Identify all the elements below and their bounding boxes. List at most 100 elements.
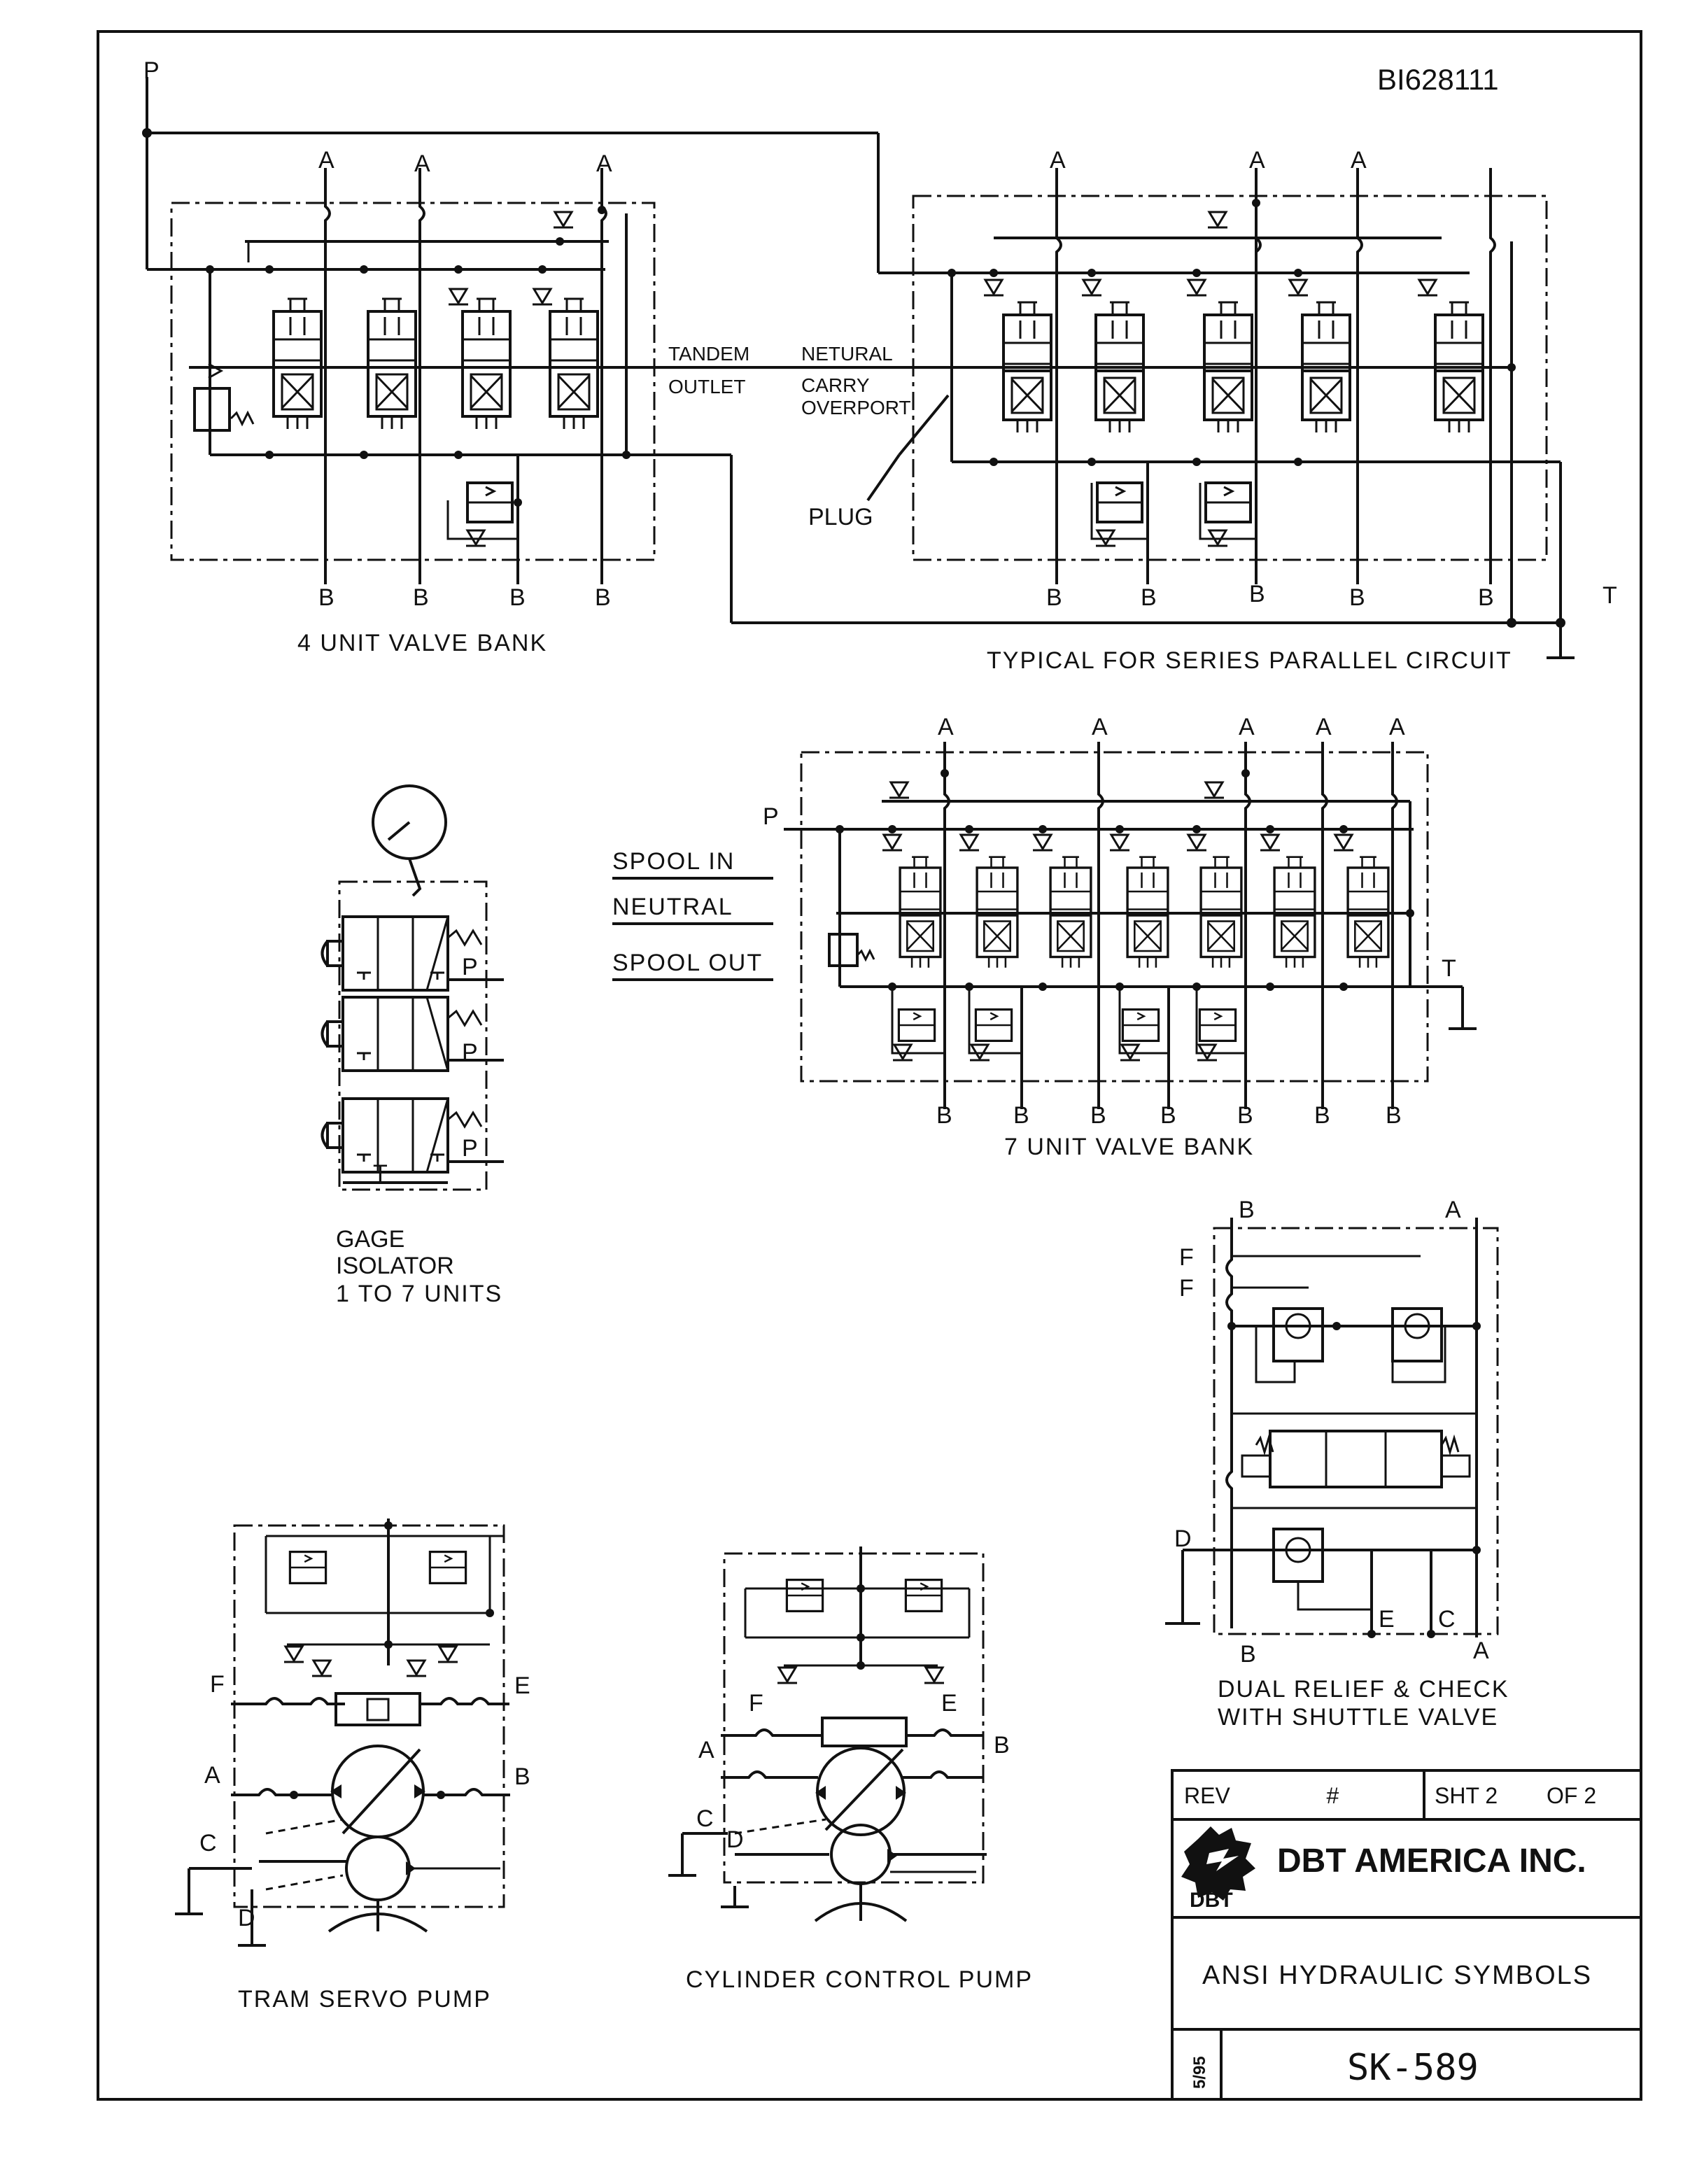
b-port-label: B [509,584,526,611]
cylinder-control-pump [668,1547,987,1922]
p-port-label: P [143,57,160,84]
dual-relief-caption: DUAL RELIEF & CHECK [1218,1676,1509,1703]
shuttle-caption: WITH SHUTTLE VALVE [1218,1704,1498,1731]
a-port-label: A [414,150,430,177]
a-port-label: A [318,147,335,174]
b-port-label: B [1013,1102,1029,1129]
f-port-label: F [1179,1275,1194,1302]
b-port-label: B [1349,584,1365,611]
b-port-label: B [1090,1102,1106,1129]
e-port-label: E [1379,1606,1395,1633]
logo-text: DBT [1190,1889,1233,1912]
relief-valve [828,933,1237,1062]
company-name: DBT AMERICA INC. [1277,1843,1586,1880]
relief-valve [1272,1307,1443,1583]
isolator-unit [321,996,483,1072]
t-port-label: T [1442,955,1456,982]
c-port-label: C [199,1830,217,1857]
b-port-label: B [514,1763,530,1790]
sheet-border [97,30,1642,2101]
a-port-label: A [1445,1197,1461,1223]
b-port-label: B [1386,1102,1402,1129]
relief-valve [288,1551,467,1584]
series-parallel-valve-bank [866,133,1575,659]
four-unit-valve-bank [142,77,1561,624]
b-port-label: B [1314,1102,1330,1129]
a-port-label: A [596,150,612,177]
b-port-label: B [1249,581,1265,607]
t-port-label: T [1603,582,1617,609]
a-port-label: A [698,1737,714,1763]
spool-in-label: SPOOL IN [612,848,735,875]
b-port-label: B [1237,1102,1253,1129]
tram-servo-pump [175,1519,510,1947]
a-port-label: A [204,1762,220,1789]
a-port-label: A [1239,714,1255,740]
series-parallel-caption: TYPICAL FOR SERIES PARALLEL CIRCUIT [987,647,1512,674]
drawing-number: BI628111 [1377,63,1499,96]
isolator-caption: ISOLATOR [336,1253,454,1279]
a-port-label: A [1473,1637,1489,1664]
plug-label: PLUG [808,504,873,530]
p-port-label: P [763,803,779,830]
b-port-label: B [1478,584,1494,611]
a-port-label: A [1351,147,1367,174]
tandem-label: TANDEM [668,343,749,365]
neutral-label: NEUTRAL [612,894,733,920]
rev-number: # [1326,1783,1339,1808]
d-port-label: D [238,1905,255,1931]
b-port-label: B [1160,1102,1176,1129]
rev-label: REV [1184,1783,1230,1808]
d-port-label: D [726,1826,744,1853]
isolator-unit [321,1097,483,1174]
check-valve [447,211,575,306]
b-port-label: B [1240,1641,1256,1668]
b-port-label: B [595,584,611,611]
relief-valve [785,1579,943,1612]
isolator-unit [321,915,483,992]
valve-section [272,297,599,430]
b-port-label: B [994,1732,1010,1759]
title-block [1171,1769,1642,2101]
units-caption: 1 TO 7 UNITS [336,1281,502,1307]
sheet-of-label: OF 2 [1547,1783,1596,1808]
shuttle-valve [1241,1430,1471,1488]
spool-out-label: SPOOL OUT [612,950,763,976]
check-valve [283,1645,459,1677]
overport-label: OVERPORT [801,397,911,418]
labels: P A A A B B B B TANDEM OUTLET NETURAL CA… [143,57,1617,2089]
relief-valve [193,362,514,547]
p-port-label: P [462,1135,478,1162]
cylinder-control-caption: CYLINDER CONTROL PUMP [686,1966,1033,1993]
b-port-label: B [1239,1197,1255,1223]
four-unit-caption: 4 UNIT VALVE BANK [297,630,547,656]
drawing-title: ANSI HYDRAULIC SYMBOLS [1202,1961,1592,1990]
drawing-id: SK-589 [1347,2047,1479,2089]
c-port-label: C [1438,1606,1456,1633]
p-port-label: P [462,1039,478,1066]
a-port-label: A [938,714,954,740]
d-port-label: D [1174,1526,1192,1552]
netural-label: NETURAL [801,343,893,365]
p-port-label: P [462,954,478,980]
drawing-date: 5/95 [1190,2056,1209,2089]
sheet-label: SHT 2 [1435,1783,1498,1808]
e-port-label: E [941,1690,957,1717]
b-port-label: B [1046,584,1062,611]
seven-unit-caption: 7 UNIT VALVE BANK [1004,1134,1254,1160]
b-port-label: B [318,584,335,611]
b-port-label: B [936,1102,952,1129]
f-port-label: F [210,1671,225,1698]
f-port-label: F [1179,1244,1194,1271]
b-port-label: B [413,584,429,611]
a-port-label: A [1249,147,1265,174]
seven-unit-valve-bank [612,742,1477,1109]
dual-relief-check-shuttle [1165,1218,1499,1638]
check-valve [983,211,1439,297]
t-port-label: T [373,1160,388,1187]
check-valve [776,1666,945,1684]
outlet-label: OUTLET [668,376,745,397]
a-port-label: A [1092,714,1108,740]
gage-caption: GAGE [336,1226,404,1253]
